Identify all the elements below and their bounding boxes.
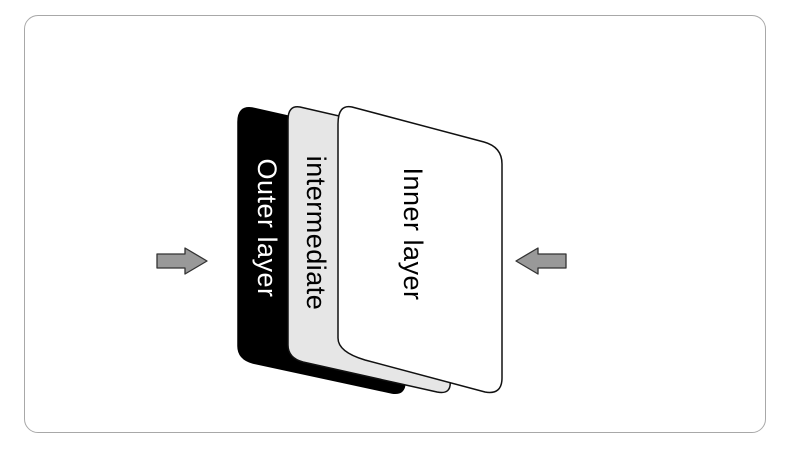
intermediate-layer-label: intermediate	[301, 156, 331, 311]
arrow-right-icon	[156, 247, 208, 275]
arrow-left-icon	[515, 247, 567, 275]
inner-layer-label: Inner layer	[398, 167, 428, 300]
outer-layer-label: Outer layer	[252, 158, 282, 297]
inner-layer-panel: Inner layer	[337, 105, 503, 394]
